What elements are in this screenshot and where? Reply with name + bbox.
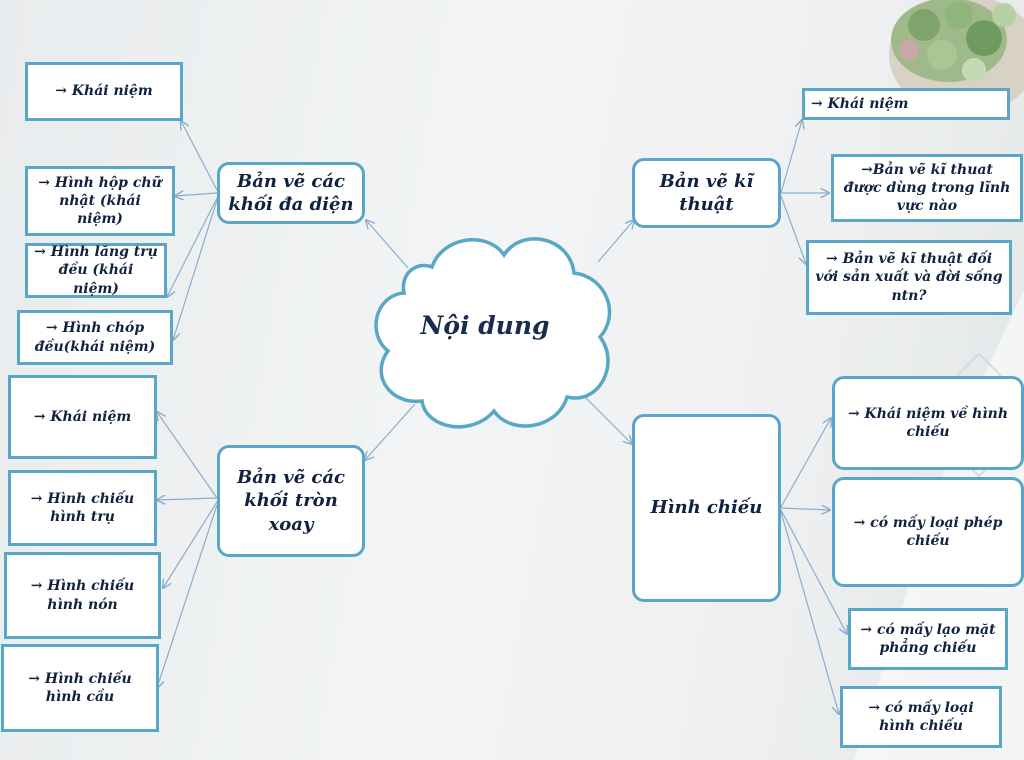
leaf-projection-views: → có mấy loại hình chiếu	[840, 686, 1002, 748]
branch-polyhedra: Bản vẽ các khối đa diện	[217, 162, 365, 224]
leaf-polyhedra-box: → Hình hộp chữ nhật (khái niệm)	[25, 166, 175, 236]
connector-center-polyhedra	[366, 220, 409, 269]
connector-center-technical	[597, 220, 634, 263]
plant-decoration	[889, 0, 1024, 115]
leaf-projection-methods: → có mấy loại phép chiếu	[832, 477, 1024, 587]
leaf-technical-concept: → Khái niệm	[802, 88, 1010, 120]
connector-center-revolution	[365, 403, 416, 460]
branch-technical: Bản vẽ kĩ thuật	[632, 158, 781, 228]
leaf-revolution-sphere: → Hình chiếu hình cầu	[1, 644, 159, 732]
leaf-projection-planes: → có mấy lạo mặt phẳng chiếu	[848, 608, 1008, 670]
branch-revolution: Bản vẽ các khối tròn xoay	[217, 445, 365, 557]
branch-polyhedra-label: Bản vẽ các khối đa diện	[228, 170, 354, 215]
leaf-technical-fields: →Bản vẽ kĩ thuat được dùng trong lĩnh vự…	[831, 154, 1023, 222]
leaf-polyhedra-prism: → Hình lăng trụ đều (khái niệm)	[25, 243, 167, 298]
center-cloud	[374, 237, 612, 429]
center-topic: Nội dung	[420, 310, 550, 340]
leaf-revolution-cylinder: → Hình chiếu hình trụ	[8, 470, 157, 546]
leaf-revolution-concept: → Khái niệm	[8, 375, 157, 459]
leaf-projection-concept: → Khái niệm về hình chiếu	[832, 376, 1024, 470]
branch-projection-label: Hình chiếu	[650, 497, 763, 519]
leaf-revolution-cone: → Hình chiếu hình nón	[4, 552, 161, 639]
leaf-polyhedra-pyramid: → Hình chóp đều(khái niệm)	[17, 310, 173, 365]
leaf-polyhedra-concept: → Khái niệm	[25, 62, 183, 121]
leaf-technical-impact: → Bản vẽ kĩ thuật đối với sản xuất và đờ…	[806, 240, 1012, 315]
branch-technical-label: Bản vẽ kĩ thuật	[659, 170, 754, 215]
branch-projection: Hình chiếu	[632, 414, 781, 602]
branch-revolution-label: Bản vẽ các khối tròn xoay	[237, 466, 345, 535]
